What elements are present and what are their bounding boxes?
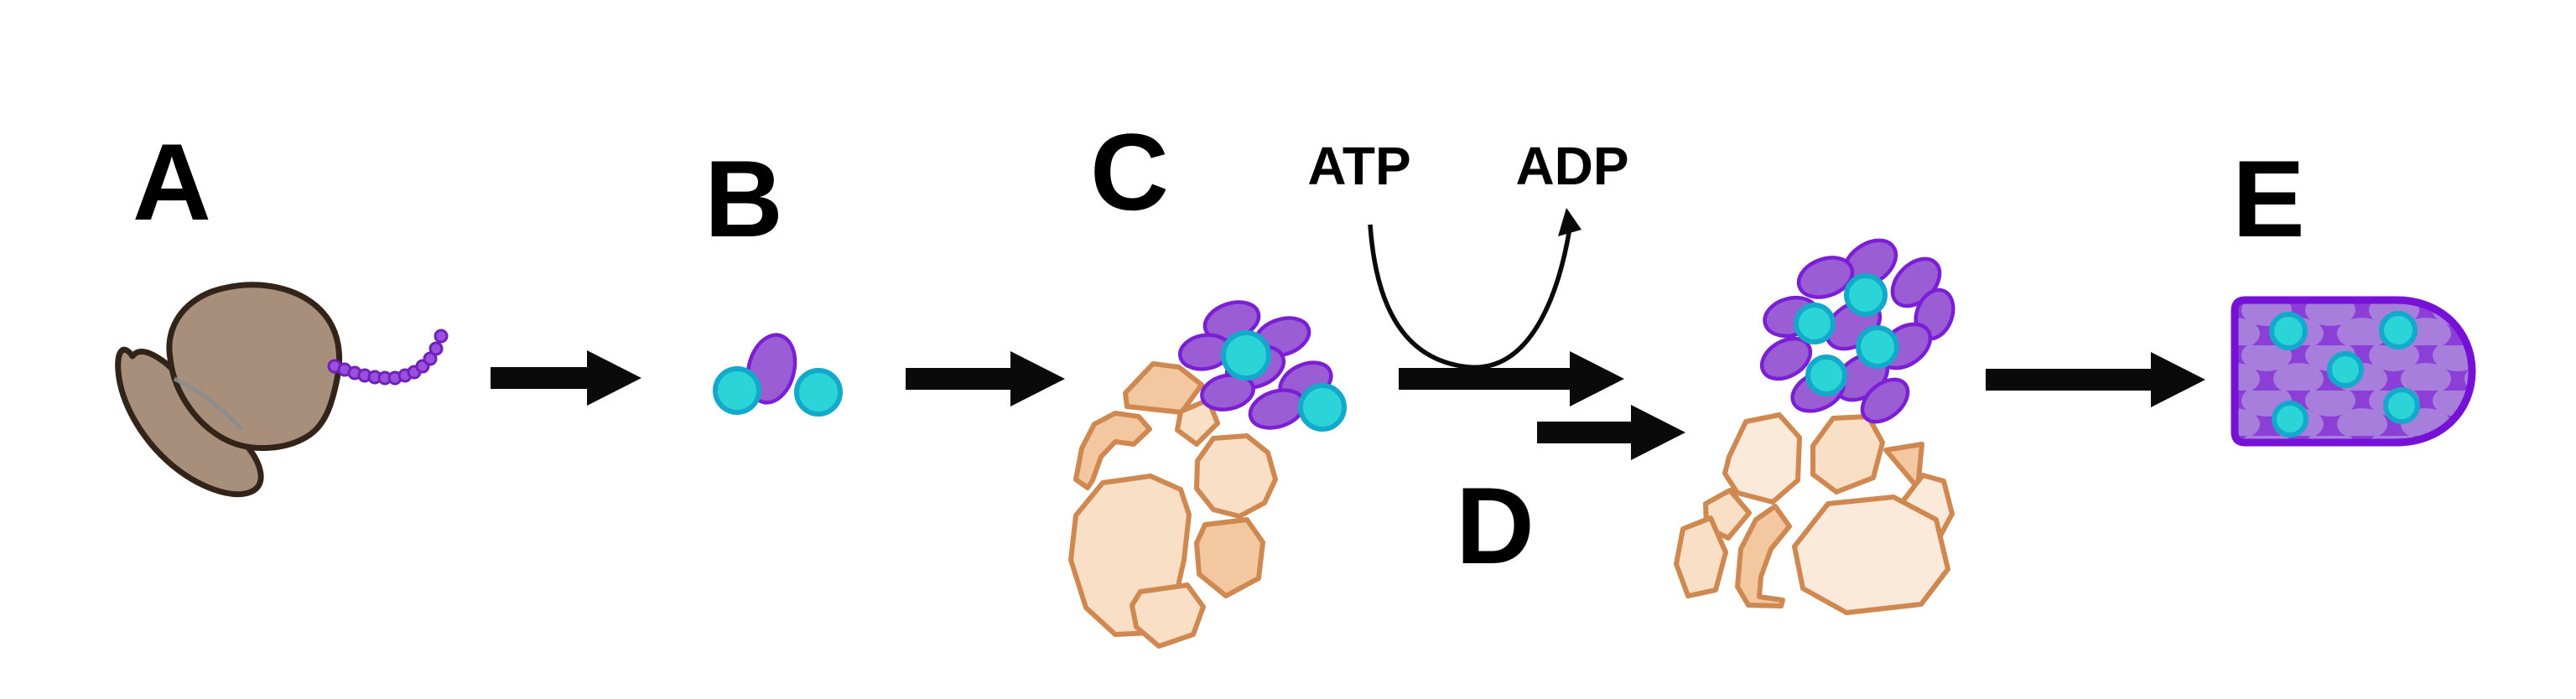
adp-label: ADP	[1515, 136, 1628, 196]
nucleus	[1844, 273, 1888, 317]
rock-pile-d	[1674, 412, 1955, 615]
rock	[1123, 361, 1204, 415]
peptide-bead	[434, 329, 449, 344]
nucleus	[2272, 401, 2309, 438]
rock	[1674, 515, 1728, 598]
stage-c: C	[1068, 111, 1347, 649]
dome-nuclei	[2269, 311, 2420, 438]
stage-e: E	[2231, 137, 2476, 447]
cell-cluster-d	[1759, 238, 1955, 424]
cell-cluster-c	[1178, 300, 1347, 432]
reaction-d: ATP ADP D	[1307, 136, 1685, 587]
stage-e-label: E	[2232, 137, 2305, 260]
stage-d-label: D	[1456, 464, 1535, 587]
nucleus	[713, 366, 761, 415]
stage-d-result	[1674, 238, 1955, 615]
arrow-a-to-b	[491, 350, 641, 406]
nucleus	[2269, 312, 2308, 350]
ribosome	[115, 282, 343, 498]
nucleus	[1221, 330, 1271, 381]
stage-b-label: B	[704, 137, 783, 260]
peptide-bead	[428, 341, 444, 356]
arrow-b-to-c	[906, 351, 1065, 406]
rock	[1883, 442, 1924, 490]
founder-cell-trio	[713, 333, 843, 417]
ribosome-lobe-upper	[166, 282, 343, 452]
rock	[1792, 494, 1950, 615]
stage-c-label: C	[1090, 111, 1169, 233]
arrow-d-to-e	[1986, 352, 2205, 407]
nucleus	[794, 368, 843, 417]
peptide-bead	[423, 351, 438, 366]
nucleus	[2383, 387, 2420, 424]
cell	[1796, 256, 1855, 299]
atp-adp-cycle-arc	[1368, 224, 1572, 370]
rock-pile-c	[1068, 361, 1278, 649]
cell	[1860, 377, 1910, 424]
stage-a-label: A	[132, 121, 211, 243]
rock	[1194, 517, 1265, 598]
nucleus	[1856, 325, 1899, 369]
atp-label: ATP	[1307, 136, 1410, 196]
rock	[1810, 414, 1885, 494]
arrow-c-to-d-lower	[1537, 405, 1685, 460]
nascent-peptide-chain	[327, 329, 449, 386]
arrow-c-to-d-upper	[1399, 351, 1624, 406]
rock	[1194, 433, 1278, 519]
cell	[1200, 373, 1255, 412]
rock	[1130, 582, 1206, 649]
nucleus	[1298, 383, 1347, 432]
ribosome-cleft	[173, 376, 243, 431]
rock	[1735, 504, 1792, 608]
nucleus	[1794, 303, 1836, 344]
rock	[1722, 412, 1802, 505]
nucleus	[1805, 355, 1847, 396]
rock	[1073, 411, 1152, 490]
cell	[1759, 336, 1813, 381]
stage-a: A	[115, 121, 449, 498]
stage-b: B	[704, 137, 843, 417]
nucleus	[2327, 351, 2364, 388]
nucleus	[2379, 311, 2418, 350]
arc-arrowhead-icon	[1558, 208, 1581, 236]
